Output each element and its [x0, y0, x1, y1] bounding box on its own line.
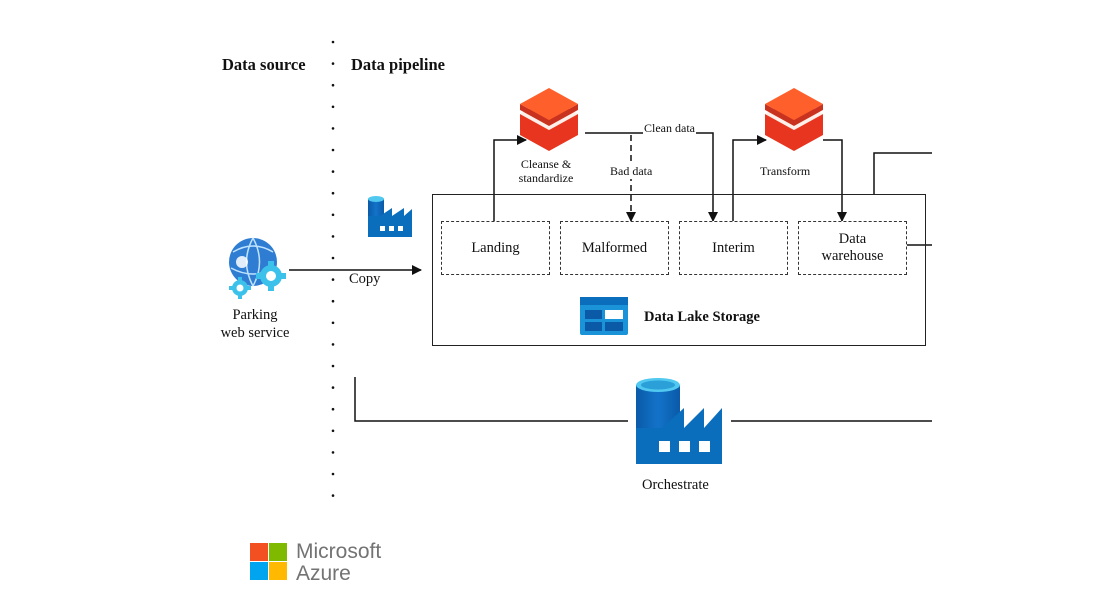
- cleanse-label-line1: Cleanse &: [520, 157, 572, 171]
- microsoft-logo-icon: [250, 543, 287, 580]
- separator-dotted-line: [331, 40, 335, 497]
- brand-line2: Azure: [296, 562, 351, 585]
- transform-label: Transform: [760, 164, 811, 178]
- zone-label: Interim: [712, 239, 755, 256]
- lake-exit-line-top: [873, 152, 932, 194]
- zone-label: Landing: [471, 239, 520, 256]
- data-lake-container: [432, 194, 926, 346]
- storage-account-icon: [580, 297, 628, 335]
- clean-data-label: Clean data: [643, 121, 696, 136]
- databricks-icon: [520, 88, 578, 151]
- web-app-gear-icon: [229, 237, 286, 299]
- zone-label-line2: warehouse: [821, 248, 884, 264]
- brand-text: Microsoft Azure: [296, 541, 381, 585]
- source-label-line1: Parking: [232, 307, 278, 323]
- orchestrate-line-left: [354, 377, 628, 422]
- orchestrate-label: Orchestrate: [642, 477, 709, 493]
- data-lake-title: Data Lake Storage: [644, 309, 760, 325]
- data-pipeline-header: Data pipeline: [351, 55, 445, 74]
- zone-label: Data: [838, 231, 867, 247]
- zone-interim: Interim: [679, 221, 788, 275]
- clean-data-arrow: [585, 132, 718, 222]
- source-label-line2: web service: [220, 325, 290, 341]
- copy-label: Copy: [349, 271, 381, 287]
- zone-landing: Landing: [441, 221, 550, 275]
- source-label: Parking web service: [205, 306, 305, 342]
- brand-line1: Microsoft: [296, 540, 382, 563]
- cleanse-label: Cleanse & standardize: [506, 157, 586, 185]
- cleanse-label-line2: standardize: [518, 171, 574, 185]
- data-source-header: Data source: [222, 55, 306, 74]
- zone-label: Malformed: [581, 239, 648, 256]
- data-factory-icon: [368, 196, 412, 237]
- zone-malformed: Malformed: [560, 221, 669, 275]
- bad-data-label: Bad data: [609, 164, 654, 179]
- data-factory-icon: [636, 378, 722, 464]
- databricks-icon: [765, 88, 823, 151]
